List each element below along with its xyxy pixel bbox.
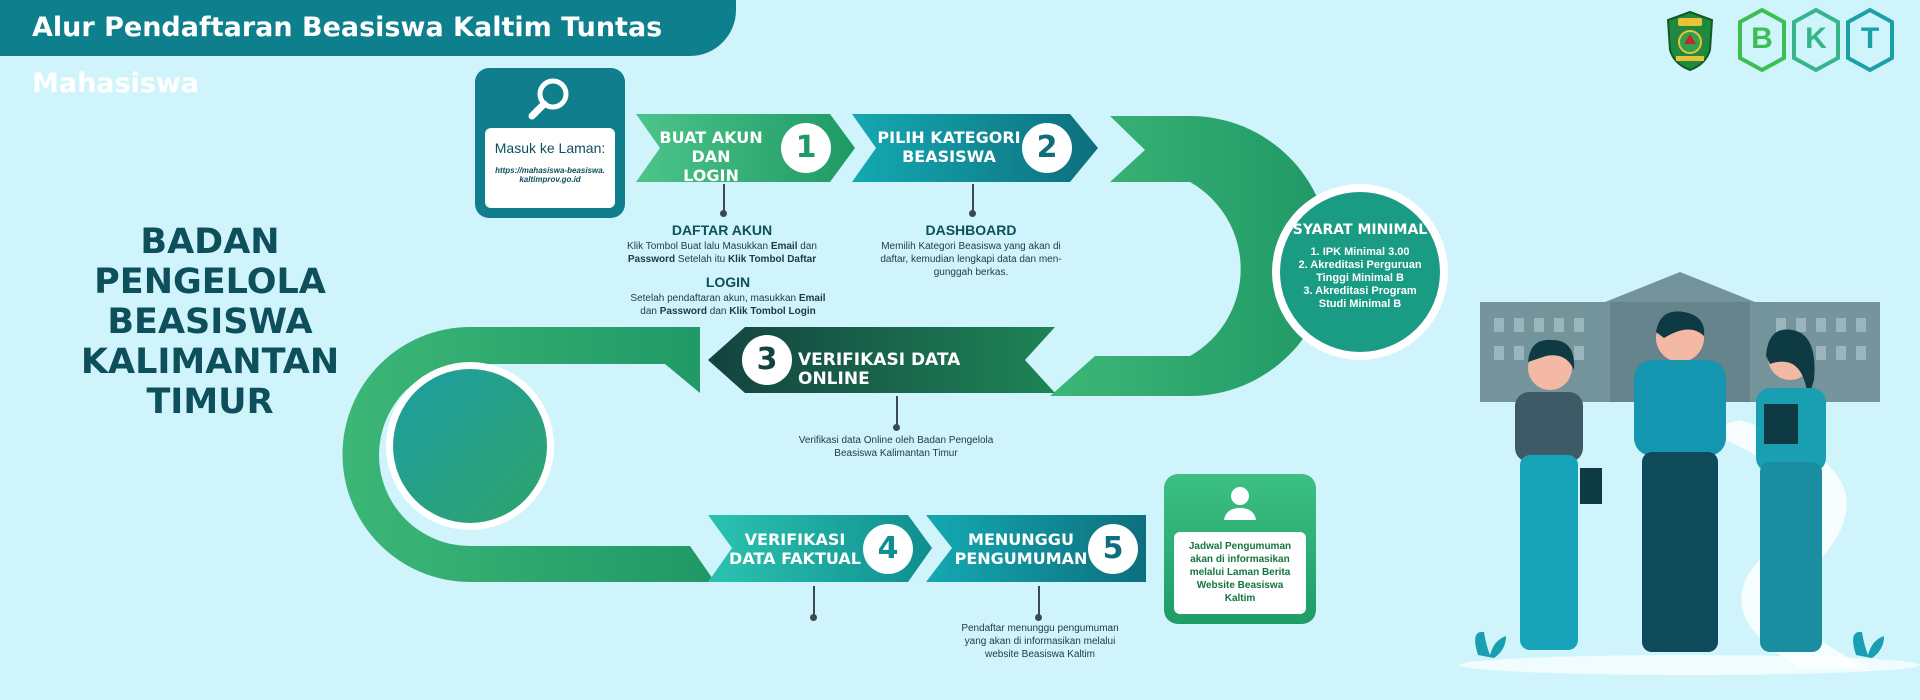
menunggu-line-1: Pendaftar menunggu pengumuman xyxy=(961,623,1119,634)
step-1-number: 1 xyxy=(781,123,831,173)
portal-url[interactable]: https://mahasiswa-beasiswa. kaltimprov.g… xyxy=(485,166,615,184)
announcement-body: Jadwal Pengumuman akan di informasikan m… xyxy=(1174,532,1306,614)
verifikasi-online-description: Verifikasi data Online oleh Badan Pengel… xyxy=(776,434,1016,460)
syarat-minimal: SYARAT MINIMAL 1. IPK Minimal 3.00 2. Ak… xyxy=(1286,222,1434,311)
user-icon xyxy=(1220,484,1260,524)
login-text-2: dan xyxy=(640,306,660,317)
syarat-item-3-cont: Studi Minimal B xyxy=(1318,298,1402,310)
page-title: Alur Pendaftaran Beasiswa Kaltim Tuntas … xyxy=(0,0,736,99)
step-1-label: BUAT AKUN DAN LOGIN xyxy=(638,128,784,185)
announcement-card: Jadwal Pengumuman akan di informasikan m… xyxy=(1164,474,1316,624)
dashboard-heading: DASHBOARD xyxy=(925,222,1017,238)
bkt-letter-t: T xyxy=(1860,22,1880,55)
daftar-akun-heading: DAFTAR AKUN xyxy=(671,222,773,238)
step-3-number: 3 xyxy=(742,335,792,385)
syarat-title: SYARAT MINIMAL xyxy=(1292,222,1428,238)
step-5-line-2: PENGUMUMAN xyxy=(954,549,1088,568)
step-4-label: VERIFIKASI DATA FAKTUAL xyxy=(725,530,865,568)
syarat-item-2-cont: Tinggi Minimal B xyxy=(1316,272,1404,284)
pin-dot-step-4 xyxy=(810,614,817,621)
step-2-number: 2 xyxy=(1022,123,1072,173)
daftar-akun-bold-1: Email xyxy=(770,241,798,252)
pin-dot-step-1 xyxy=(720,210,727,217)
students-illustration xyxy=(1515,311,1826,652)
step-5-line-1: MENUNGGU xyxy=(968,530,1074,549)
step-5-label: MENUNGGU PENGUMUMAN xyxy=(950,530,1092,568)
login-bold-1: Email xyxy=(798,293,826,304)
daftar-akun-text-1: Klik Tombol Buat lalu Masukkan xyxy=(627,241,771,252)
menunggu-description: Pendaftar menunggu pengumuman yang akan … xyxy=(930,622,1150,661)
verifikasi-online-line-1: Verifikasi data Online oleh Badan Pengel… xyxy=(798,435,994,446)
dashboard-line-3: gunggah berkas. xyxy=(933,267,1009,278)
pin-step-1 xyxy=(723,184,725,212)
login-bold-2: Password xyxy=(659,306,707,317)
syarat-item-3: 3. Akreditasi Program xyxy=(1303,285,1417,297)
step-2-label: PILIH KATEGORI BEASISWA xyxy=(874,128,1024,166)
login-heading: LOGIN xyxy=(705,274,751,290)
dashboard-line-1: Memilih Kategori Beasiswa yang akan di xyxy=(881,241,1061,252)
verifikasi-online-line-2: Beasiswa Kalimantan Timur xyxy=(834,448,958,459)
daftar-akun-text-2: dan xyxy=(797,241,817,252)
step-2-line-1: PILIH KATEGORI xyxy=(877,128,1021,147)
menunggu-line-3: website Beasiswa Kaltim xyxy=(984,649,1096,660)
organization-name: BADAN PENGELOLA BEASISWA KALIMANTAN TIMU… xyxy=(30,222,390,422)
syarat-list: 1. IPK Minimal 3.00 2. Akreditasi Pergur… xyxy=(1286,246,1434,311)
pin-step-4 xyxy=(813,586,815,616)
announcement-line-5: Kaltim xyxy=(1224,593,1256,604)
menunggu-line-2: yang akan di informasikan melalui xyxy=(964,636,1116,647)
step-3-label: VERIFIKASI DATA ONLINE xyxy=(798,350,961,389)
kaltim-emblem-icon xyxy=(1664,10,1716,72)
step-1-line-1: BUAT AKUN DAN xyxy=(659,128,763,166)
step-4-number: 4 xyxy=(863,524,913,574)
syarat-item-2: 2. Akreditasi Perguruan xyxy=(1298,259,1422,271)
portal-card: Masuk ke Laman: https://mahasiswa-beasis… xyxy=(475,68,625,218)
bkt-logo: B K T xyxy=(1736,6,1896,74)
org-line-3: KALIMANTAN TIMUR xyxy=(80,342,340,422)
bkt-letter-k: K xyxy=(1805,22,1827,55)
daftar-akun-bold-3: Klik Tombol Daftar xyxy=(727,254,817,265)
dashboard-line-2: daftar, kemudian lengkapi data dan men- xyxy=(880,254,1062,265)
daftar-akun-description: Klik Tombol Buat lalu Masukkan Email dan… xyxy=(612,240,832,266)
announcement-line-1: Jadwal Pengumuman xyxy=(1188,541,1292,552)
portal-url-line-2: kaltimprov.go.id xyxy=(519,175,581,184)
portal-card-body: Masuk ke Laman: https://mahasiswa-beasis… xyxy=(485,128,615,208)
step-5-number: 5 xyxy=(1088,524,1138,574)
step-4-line-2: DATA FAKTUAL xyxy=(729,549,861,568)
step-2-line-2: BEASISWA xyxy=(902,147,996,166)
pin-step-5 xyxy=(1038,586,1040,616)
login-text-3: dan xyxy=(706,306,730,317)
pin-step-2 xyxy=(972,184,974,212)
portal-label: Masuk ke Laman: xyxy=(494,140,606,156)
announcement-line-4: Website Beasiswa xyxy=(1196,580,1284,591)
step-1-line-2: LOGIN xyxy=(683,166,739,185)
pin-dot-step-5 xyxy=(1035,614,1042,621)
step-4-line-1: VERIFIKASI xyxy=(744,530,846,549)
daftar-akun-bold-2: Password xyxy=(627,254,676,265)
login-bold-3: Klik Tombol Login xyxy=(729,306,816,317)
bkt-letter-b: B xyxy=(1751,22,1773,55)
pin-dot-step-2 xyxy=(969,210,976,217)
pin-step-3 xyxy=(896,396,898,426)
org-line-2: BEASISWA xyxy=(107,302,313,342)
syarat-item-1: 1. IPK Minimal 3.00 xyxy=(1310,246,1410,258)
search-icon xyxy=(527,76,573,122)
login-text-1: Setelah pendaftaran akun, masukkan xyxy=(630,293,799,304)
org-line-1: BADAN PENGELOLA xyxy=(94,222,326,302)
dashboard-description: Memilih Kategori Beasiswa yang akan di d… xyxy=(861,240,1081,279)
login-description: Setelah pendaftaran akun, masukkan Email… xyxy=(612,292,844,318)
announcement-line-3: melalui Laman Berita xyxy=(1189,567,1291,578)
pin-dot-step-3 xyxy=(893,424,900,431)
daftar-akun-text-3: Setelah itu xyxy=(675,254,728,265)
announcement-line-2: akan di informasikan xyxy=(1190,554,1290,565)
portal-url-line-1: https://mahasiswa-beasiswa. xyxy=(495,166,605,175)
